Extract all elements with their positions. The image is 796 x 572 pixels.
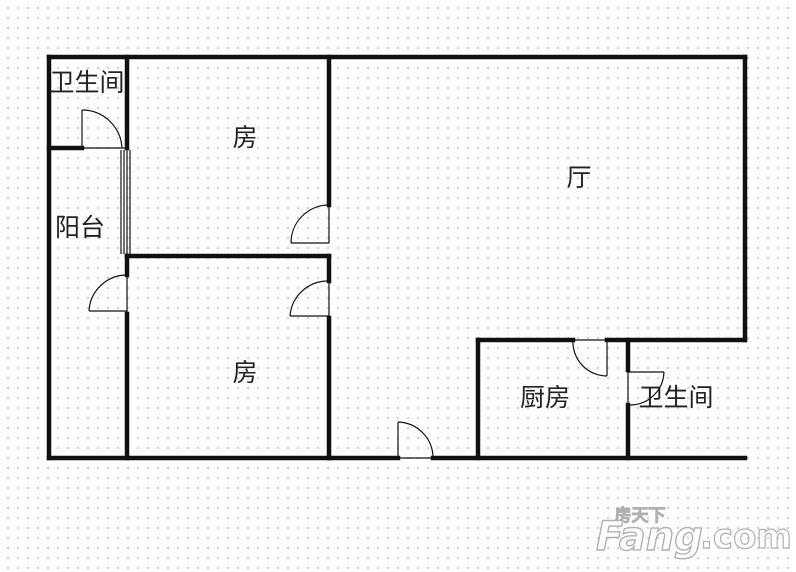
balcony-window: [120, 150, 131, 254]
door-kitchen: [572, 339, 608, 377]
watermark-logo: 房天下 Fang .com: [595, 505, 792, 561]
door-bedroom-bottom: [289, 280, 330, 318]
door-balcony: [88, 274, 128, 314]
room-label-kitchen: 厨房: [520, 383, 570, 412]
room-label-living-room: 厅: [566, 163, 591, 192]
room-label-bathroom-bottom-right: 卫生间: [638, 383, 713, 412]
watermark-chinese: 房天下: [615, 505, 666, 526]
door-entrance: [397, 421, 434, 459]
door-bathroom-bottom-right: [627, 370, 665, 406]
door-bedroom-top: [290, 204, 330, 244]
room-label-bedroom-bottom: 房: [232, 358, 257, 387]
door-swings: [81, 109, 665, 459]
room-label-bedroom-top: 房: [232, 123, 257, 152]
room-label-bathroom-top-left: 卫生间: [49, 68, 124, 97]
walls: [46, 54, 748, 461]
door-bathroom-top-left: [81, 109, 127, 149]
room-labels: 卫生间 房 厅 阳台 房 厨房 卫生间: [49, 68, 713, 412]
watermark-domain: .com: [700, 517, 792, 557]
room-label-balcony: 阳台: [55, 213, 105, 242]
watermark-latin: Fang: [596, 514, 703, 560]
